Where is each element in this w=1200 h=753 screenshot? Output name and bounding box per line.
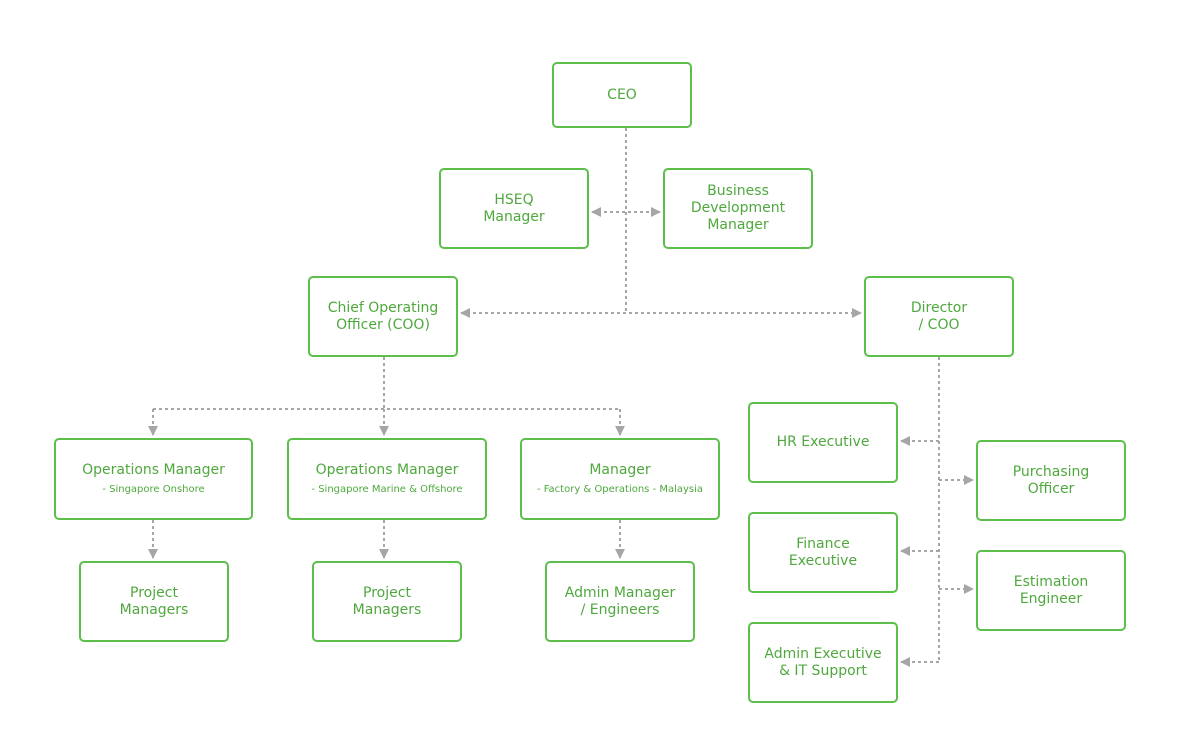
node-project-managers-onshore-label: Project Managers xyxy=(119,584,189,618)
node-purchasing-officer-label: Purchasing Officer xyxy=(1012,463,1090,497)
node-director-coo: Director / COO xyxy=(864,276,1014,357)
node-project-managers-marine: Project Managers xyxy=(312,561,462,642)
node-project-managers-onshore: Project Managers xyxy=(79,561,229,642)
node-manager-factory-label: Manager xyxy=(589,462,651,478)
node-operations-manager-marine: Operations Manager - Singapore Marine & … xyxy=(287,438,487,520)
node-business-development-manager: Business Development Manager xyxy=(663,168,813,249)
node-director-coo-label: Director / COO xyxy=(910,299,968,333)
node-estimation-engineer: Estimation Engineer xyxy=(976,550,1126,631)
node-admin-manager-engineers-label: Admin Manager / Engineers xyxy=(564,584,676,618)
node-operations-manager-marine-label: Operations Manager xyxy=(315,462,459,478)
node-operations-manager-onshore-sublabel: - Singapore Onshore xyxy=(102,484,205,495)
node-operations-manager-onshore: Operations Manager - Singapore Onshore xyxy=(54,438,253,520)
node-ceo-label: CEO xyxy=(607,86,637,103)
node-hr-executive: HR Executive xyxy=(748,402,898,483)
node-business-development-manager-label: Business Development Manager xyxy=(690,183,786,233)
node-admin-executive-it-support: Admin Executive & IT Support xyxy=(748,622,898,703)
node-hr-executive-label: HR Executive xyxy=(776,434,870,450)
node-operations-manager-onshore-label: Operations Manager xyxy=(82,462,225,478)
node-manager-factory-sublabel: - Factory & Operations - Malaysia xyxy=(536,484,704,495)
node-hseq-manager: HSEQ Manager xyxy=(439,168,589,249)
node-finance-executive-label: Finance Executive xyxy=(788,535,858,569)
node-finance-executive: Finance Executive xyxy=(748,512,898,593)
node-manager-factory: Manager - Factory & Operations - Malaysi… xyxy=(520,438,720,520)
node-admin-manager-engineers: Admin Manager / Engineers xyxy=(545,561,695,642)
node-chief-operating-officer: Chief Operating Officer (COO) xyxy=(308,276,458,357)
node-ceo: CEO xyxy=(552,62,692,128)
node-admin-executive-it-support-label: Admin Executive & IT Support xyxy=(764,645,882,679)
node-project-managers-marine-label: Project Managers xyxy=(352,584,422,618)
node-estimation-engineer-label: Estimation Engineer xyxy=(1013,573,1089,607)
node-chief-operating-officer-label: Chief Operating Officer (COO) xyxy=(327,299,439,333)
node-purchasing-officer: Purchasing Officer xyxy=(976,440,1126,521)
node-hseq-manager-label: HSEQ Manager xyxy=(483,191,545,225)
node-operations-manager-marine-sublabel: - Singapore Marine & Offshore xyxy=(311,484,463,495)
